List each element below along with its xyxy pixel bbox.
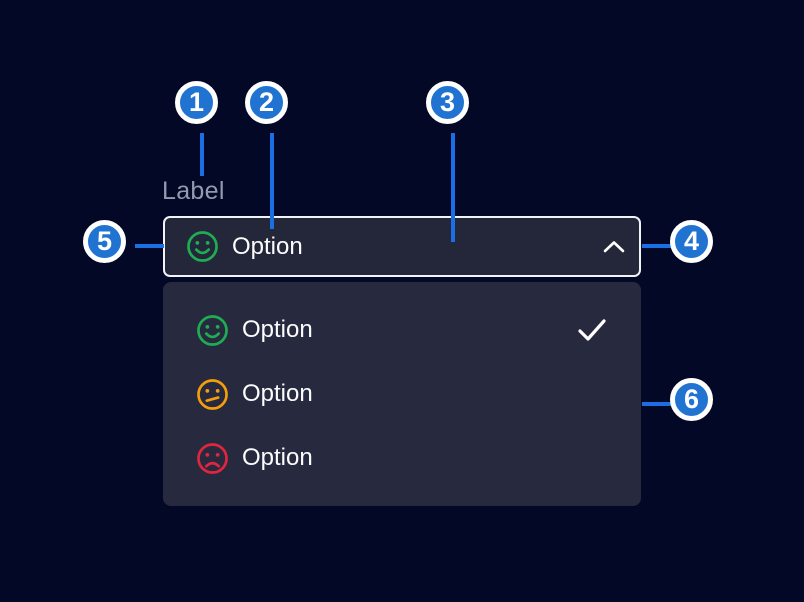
menu-item-positive[interactable]: Option [163, 298, 641, 362]
connector-line-1 [200, 133, 204, 176]
callout-number: 2 [258, 87, 275, 117]
callout-number: 6 [683, 384, 700, 414]
field-label: Label [162, 177, 225, 205]
checkmark-icon [576, 314, 608, 346]
connector-line-3 [451, 133, 455, 242]
callout-badge-5: 5 [83, 220, 126, 263]
callout-badge-1: 1 [175, 81, 218, 124]
callout-badge-4: 4 [670, 220, 713, 263]
connector-line-2 [270, 133, 274, 229]
menu-item-label: Option [242, 316, 313, 343]
sad-face-icon [196, 442, 229, 475]
callout-badge-6: 6 [670, 378, 713, 421]
callout-number: 3 [439, 87, 456, 117]
dropdown-menu: Option Option Option [163, 282, 641, 506]
neutral-face-icon [196, 378, 229, 411]
select-value: Option [232, 232, 303, 260]
happy-face-icon [196, 314, 229, 347]
callout-number: 4 [683, 226, 700, 256]
callout-badge-2: 2 [245, 81, 288, 124]
happy-face-icon [186, 230, 219, 263]
select-field[interactable]: Option [163, 216, 641, 277]
connector-line-4 [642, 244, 671, 248]
chevron-up-icon[interactable] [603, 240, 625, 254]
callout-number: 1 [188, 87, 205, 117]
menu-item-neutral[interactable]: Option [163, 362, 641, 426]
callout-number: 5 [96, 226, 113, 256]
menu-item-negative[interactable]: Option [163, 426, 641, 490]
connector-line-6 [642, 402, 671, 406]
callout-badge-3: 3 [426, 81, 469, 124]
menu-item-label: Option [242, 444, 313, 471]
connector-line-5 [135, 244, 164, 248]
menu-item-label: Option [242, 380, 313, 407]
